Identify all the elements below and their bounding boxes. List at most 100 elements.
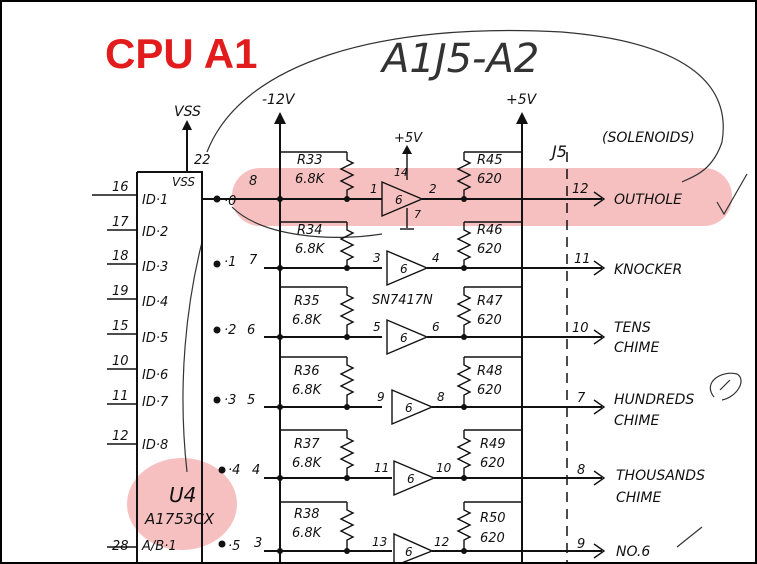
input-resistor-value: 6.8K <box>295 242 326 257</box>
page-title: CPU A1 <box>105 30 257 77</box>
output-arrow <box>593 470 606 486</box>
output-resistor-ref: R50 <box>480 511 506 526</box>
port-label: ·0 <box>224 194 236 209</box>
buffer-number: 6 <box>405 401 413 415</box>
pin-label: 5 <box>247 393 255 408</box>
output-resistor <box>456 286 522 337</box>
svg-text:10: 10 <box>112 354 129 369</box>
output-resistor-value: 620 <box>477 383 502 398</box>
input-resistor-ref: R34 <box>297 223 323 238</box>
channel-0: ·0 8 R33 6.8K 6 1 2 14 7 R45 620 12 OUTH… <box>202 151 682 230</box>
input-resistor-value: 6.8K <box>295 172 326 187</box>
buffer-part: SN7417N <box>372 293 433 308</box>
input-resistor <box>280 151 355 199</box>
chip-pin: 18 ID·3 <box>107 249 168 275</box>
buffer-out-pin: 10 <box>436 461 452 475</box>
pin-label: 7 <box>249 253 258 268</box>
port-label: ·3 <box>224 393 236 408</box>
pin-label: 6 <box>247 323 255 338</box>
junction-dot <box>277 404 283 410</box>
input-resistor <box>280 356 355 407</box>
buffer-out-pin: 8 <box>437 390 445 404</box>
output-arrow <box>593 260 606 276</box>
chip-pin: 10 ID·6 <box>107 354 168 383</box>
svg-text:15: 15 <box>112 319 129 334</box>
pencil-stroke <box>676 526 703 548</box>
chip-name: U4 <box>169 483 196 507</box>
input-resistor-value: 6.8K <box>292 526 323 541</box>
chip-highlight <box>127 458 237 550</box>
junction-dot <box>277 196 283 202</box>
j5-pin: 8 <box>577 463 585 478</box>
port-label: ·2 <box>224 323 236 338</box>
svg-text:A/B·1: A/B·1 <box>141 539 177 554</box>
output-arrow <box>593 543 606 559</box>
svg-text:18: 18 <box>112 249 129 264</box>
buffer-triangle <box>391 388 434 426</box>
junction-dot <box>277 265 283 271</box>
output-resistor-ref: R49 <box>480 437 506 452</box>
pos5-rail-label: +5V <box>506 92 538 108</box>
pencil-loop <box>182 29 724 473</box>
output-resistor-ref: R45 <box>477 153 503 168</box>
channel-label: OUTHOLE <box>614 192 682 208</box>
buffer-triangle <box>386 249 429 287</box>
svg-text:ID·5: ID·5 <box>142 331 168 346</box>
buffer-out-pin: 4 <box>432 251 440 265</box>
chip-pin: 28 A/B·1 <box>107 539 177 554</box>
input-resistor-ref: R33 <box>297 153 323 168</box>
svg-text:ID·3: ID·3 <box>142 260 168 275</box>
input-resistor-value: 6.8K <box>292 456 323 471</box>
port-pin-dot <box>218 540 226 548</box>
chip-pin: 17 ID·2 <box>107 215 168 240</box>
input-resistor <box>280 286 355 337</box>
chip-vss-pin-label: VSS <box>172 175 195 189</box>
port-pin-dot <box>218 466 226 474</box>
checkmark-mark <box>716 173 748 216</box>
output-resistor-ref: R47 <box>477 294 503 309</box>
neg12-rail-label: -12V <box>262 92 296 108</box>
chip-pin: 12 ID·8 <box>107 429 168 453</box>
buffer-triangle <box>393 459 436 497</box>
j5-pin: 12 <box>572 182 589 197</box>
pencil-note: A1J5-A2 <box>379 36 539 82</box>
buffer-in-pin: 3 <box>373 251 381 265</box>
svg-text:11: 11 <box>112 389 129 404</box>
buffer-number: 6 <box>405 545 413 559</box>
buffer-out-pin: 2 <box>429 182 437 196</box>
chip-pin: 16 ID·1 <box>92 180 168 208</box>
vss-rail-label: VSS <box>174 104 201 120</box>
channel-label-2: CHIME <box>614 340 660 356</box>
channel-label: THOUSANDS <box>616 468 705 484</box>
output-resistor-ref: R46 <box>477 223 503 238</box>
input-resistor <box>280 221 355 268</box>
buffer-out-pin: 6 <box>432 320 440 334</box>
junction-dot <box>277 475 283 481</box>
channel-label: TENS <box>614 320 651 336</box>
chip-pin: 19 ID·4 <box>107 284 168 310</box>
svg-text:28: 28 <box>112 539 129 554</box>
output-resistor <box>456 429 522 478</box>
output-resistor <box>456 501 522 551</box>
output-resistor <box>456 221 522 268</box>
input-resistor-ref: R35 <box>294 294 320 309</box>
j5-pin: 7 <box>577 391 586 406</box>
channel-label-2: CHIME <box>616 490 662 506</box>
svg-text:ID·4: ID·4 <box>142 295 168 310</box>
buffer-pos5-label: +5V <box>394 131 423 146</box>
output-resistor-value: 620 <box>480 456 505 471</box>
scribble-mark <box>709 372 742 401</box>
buffer-out-pin: 12 <box>434 535 449 549</box>
svg-text:12: 12 <box>112 429 129 444</box>
output-resistor <box>456 356 522 407</box>
buffer-in-pin: 13 <box>372 535 387 549</box>
chip-pin: 15 ID·5 <box>107 319 168 346</box>
junction-dot <box>277 548 283 554</box>
svg-text:ID·8: ID·8 <box>142 438 168 453</box>
input-resistor <box>280 429 355 478</box>
j5-pin: 10 <box>572 321 589 336</box>
buffer-number: 6 <box>395 193 403 207</box>
port-label: ·1 <box>224 255 236 270</box>
